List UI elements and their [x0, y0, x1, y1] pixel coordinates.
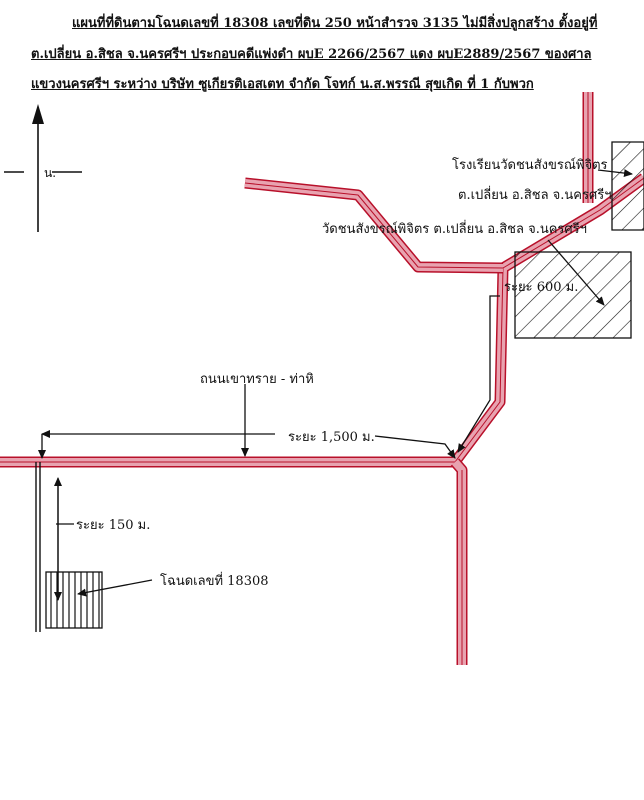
road-south	[450, 458, 468, 665]
road-northwest	[244, 177, 504, 274]
north-arrow-icon	[4, 104, 82, 232]
road-khao-sai-tha-hi	[0, 173, 644, 468]
distance-1500-label: ระยะ 1,500 ม.	[288, 430, 375, 445]
access-path	[35, 462, 41, 632]
title-line-3: แขวงนครศรีฯ ระหว่าง บริษัท ซูเกียรติเอสเ…	[31, 77, 534, 92]
parcel-pointer	[77, 579, 153, 597]
dim-1500-arrow	[38, 430, 456, 459]
school-pointer	[597, 169, 633, 178]
school-area	[611, 141, 644, 231]
road-network	[0, 92, 644, 665]
school-label-line1: โรงเรียนวัดชนสังขรณ์พิจิตร	[452, 158, 608, 173]
dim-600-arrow	[457, 295, 500, 453]
title-line-2: ต.เปลี่ยน อ.สิชล จ.นครศรีฯ ประกอบคดีแพ่ง…	[31, 47, 592, 62]
dim-150-arrow	[54, 477, 74, 601]
road-name-label: ถนนเขาทราย - ท่าหิ	[200, 372, 314, 387]
parcel-18308	[45, 571, 103, 629]
title-line-1: แผนที่ที่ดินตามโฉนดเลขที่ 18308 เลขที่ดิ…	[72, 16, 598, 31]
school-label-line2: ต.เปลี่ยน อ.สิชล จ.นครศรีฯ	[458, 188, 612, 203]
temple-label: วัดชนสังขรณ์พิจิตร ต.เปลี่ยน อ.สิชล จ.นค…	[322, 222, 587, 237]
distance-600-label: ระยะ 600 ม.	[504, 280, 579, 295]
parcel-label: โฉนดเลขที่ 18308	[160, 574, 269, 589]
distance-150-label: ระยะ 150 ม.	[76, 518, 151, 533]
north-label: น.	[44, 166, 57, 180]
temple-pointer	[547, 239, 605, 306]
temple-area	[514, 251, 632, 339]
